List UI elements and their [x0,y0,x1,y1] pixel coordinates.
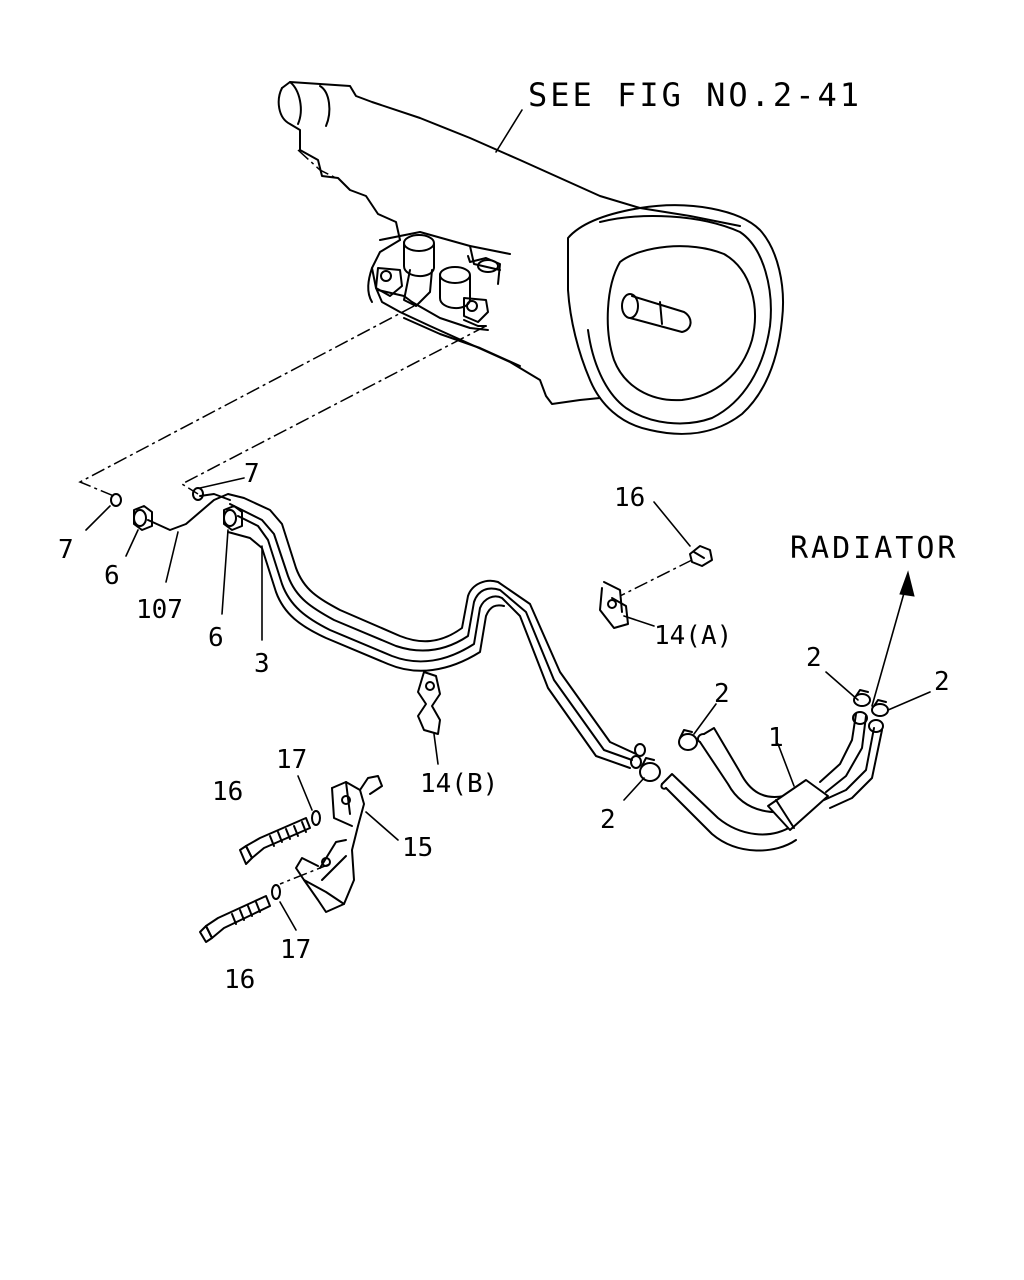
cooler-line-3 [199,493,631,769]
alignment-line-outlet [78,305,415,497]
label-part-3: 3 [254,649,270,679]
cooler-line-107 [147,493,637,761]
flare-nut-6-mid [223,505,243,531]
trans-fitting-left [375,267,413,303]
flare-nut-6-left [133,505,153,531]
see-fig-callout: SEE FIG NO.2-41 [528,76,862,114]
washer-17-top [311,810,321,826]
transmission-boss-c [467,255,501,285]
hose-clamp-2-low [639,757,661,782]
label-part-15: 15 [402,833,433,863]
hose-clamp-2-rad-right [871,699,889,717]
radiator-callout: RADIATOR [790,531,959,566]
label-part-14a: 14(A) [654,621,732,651]
label-part-16-top: 16 [614,483,645,513]
label-part-16-low: 16 [224,965,255,995]
clip-14a [599,581,629,629]
label-part-6-mid: 6 [208,623,224,653]
pipe-end-lower [630,755,642,769]
clip-14b [417,671,441,735]
washer-17-low [271,884,281,900]
label-part-14b: 14(B) [420,769,498,799]
label-part-6-left: 6 [104,561,120,591]
label-part-16-mid: 16 [212,777,243,807]
label-part-1: 1 [768,723,784,753]
bolt-16-low [199,895,271,943]
hose-clamp-2-mid [678,729,698,751]
transmission-boss-b [439,266,471,309]
cooler-hose-1 [660,711,884,852]
bolt-16-mid [239,817,311,865]
see-fig-leader [495,109,523,153]
label-part-2-rad-right: 2 [934,667,950,697]
pipe-end-upper [634,743,646,757]
alignment-line-bolt-low [279,863,331,885]
label-part-107: 107 [136,595,183,625]
label-part-2-low: 2 [600,805,616,835]
alignment-line-clip-a [619,559,693,597]
trans-fitting-right [463,297,489,327]
label-part-17-top: 17 [276,745,307,775]
label-part-7-left: 7 [58,535,74,565]
transmission-boss-a [403,234,435,307]
radiator-arrow [871,570,915,707]
label-part-2-rad-left: 2 [806,643,822,673]
bolt-16-top [689,545,713,567]
gasket-7-top [192,487,204,501]
label-part-2-mid: 2 [714,679,730,709]
label-part-17-low: 17 [280,935,311,965]
leader-lines [85,477,931,931]
label-part-7-top: 7 [244,459,260,489]
gasket-7-left [110,493,122,507]
hose-clamp-2-rad-left [853,689,871,707]
alignment-line-inlet [180,325,487,495]
bracket-15 [295,775,383,913]
transmission-assembly [277,81,784,435]
